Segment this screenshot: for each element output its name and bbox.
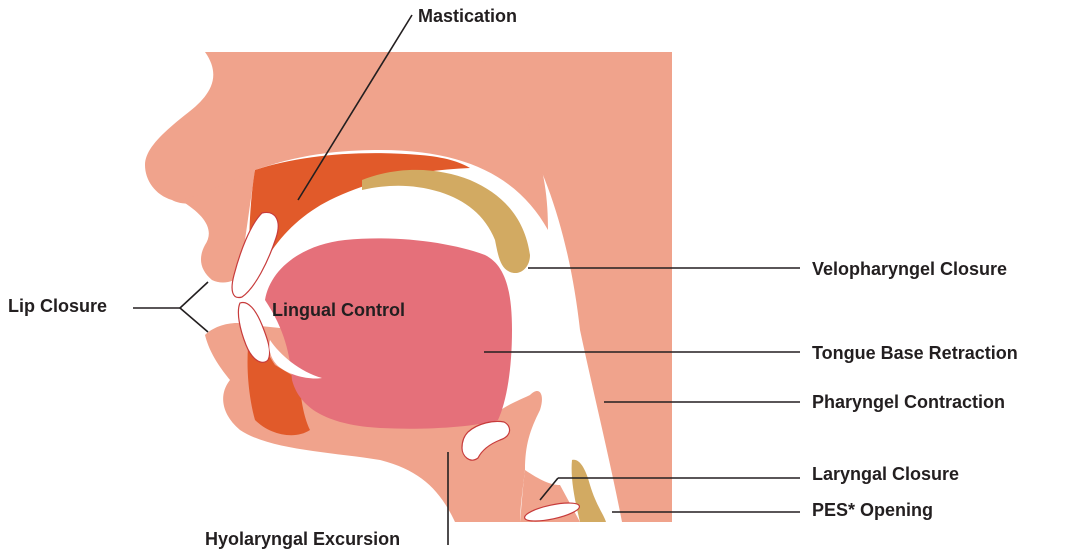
label-hyolaryngeal-excursion: Hyolaryngal Excursion — [205, 529, 400, 549]
label-lingual-control: Lingual Control — [272, 300, 405, 320]
label-pes-opening: PES* Opening — [812, 500, 933, 520]
label-tongue-base-retraction: Tongue Base Retraction — [812, 343, 1018, 363]
esophageal-segment — [572, 460, 606, 522]
label-laryngeal-closure: Laryngal Closure — [812, 464, 959, 484]
label-lip-closure: Lip Closure — [8, 296, 107, 316]
label-velopharyngeal-closure: Velopharyngel Closure — [812, 259, 1007, 279]
label-mastication: Mastication — [418, 6, 517, 26]
label-pharyngeal-contraction: Pharyngel Contraction — [812, 392, 1005, 412]
